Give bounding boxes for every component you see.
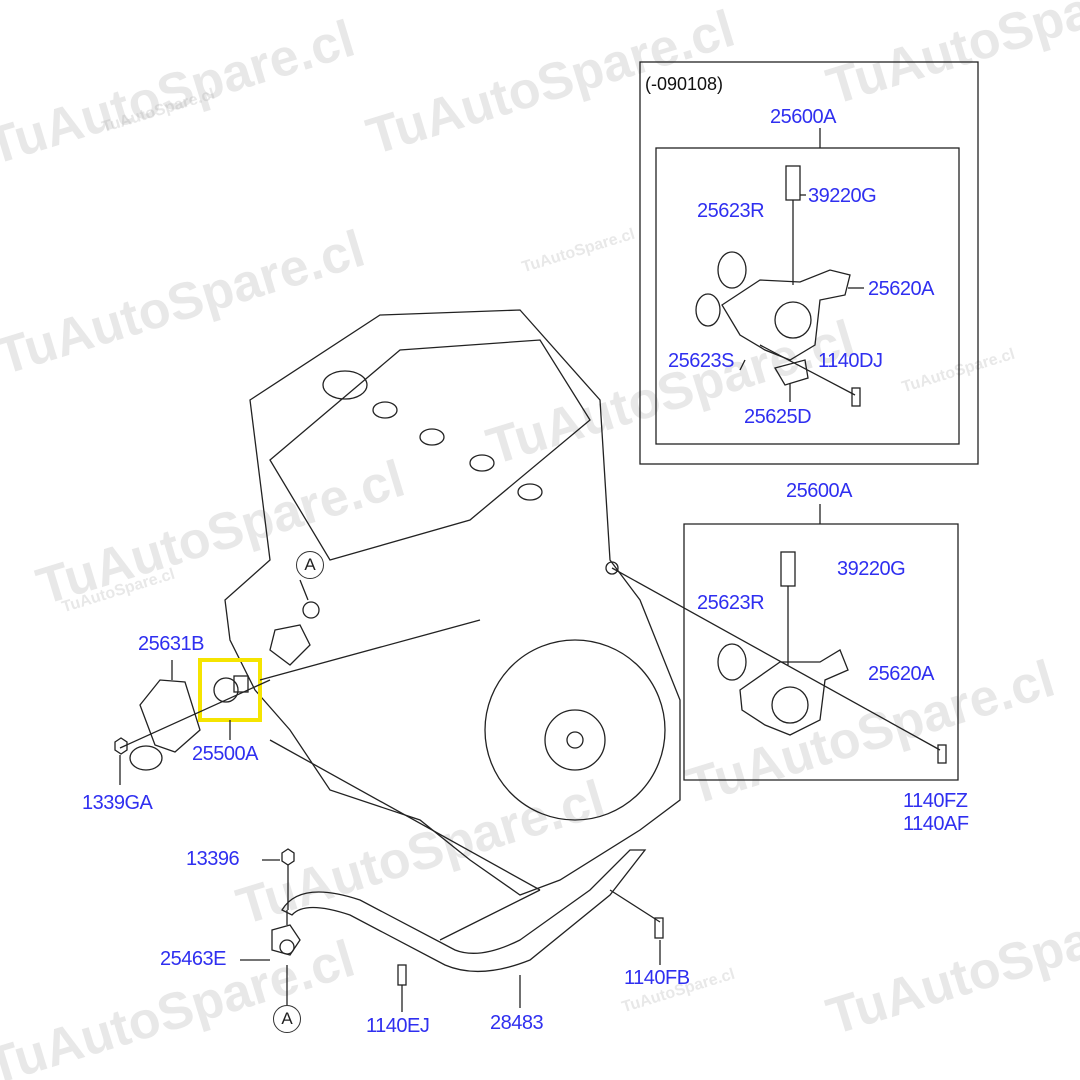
engine-block-icon	[224, 309, 681, 896]
inset-frame-inner	[655, 147, 960, 445]
part-label[interactable]: 25623S	[668, 350, 734, 372]
part-label[interactable]: 1140FZ	[903, 790, 968, 812]
part-label[interactable]: 25463E	[160, 948, 226, 970]
part-label[interactable]: 1140AF	[903, 813, 969, 835]
part-label[interactable]: 25620A	[868, 663, 934, 685]
part-label[interactable]: 25623R	[697, 592, 765, 614]
inset-frame-outer	[639, 61, 979, 465]
o-ring-icon	[695, 293, 721, 327]
date-code-label: (-090108)	[645, 74, 724, 94]
thermostat-icon	[213, 677, 239, 703]
o-ring-icon	[717, 251, 747, 289]
temperature-sensor-icon	[780, 551, 796, 587]
part-label[interactable]: 25623R	[697, 200, 765, 222]
part-label[interactable]: 1140EJ	[366, 1015, 430, 1037]
reference-callout-a: A	[296, 551, 324, 579]
part-label[interactable]: 13396	[186, 848, 240, 870]
inset-frame	[683, 523, 959, 781]
part-label-assembly[interactable]: 25600A	[770, 106, 836, 128]
part-label[interactable]: 28483	[490, 1012, 544, 1034]
bracket-icon	[774, 359, 809, 386]
part-label[interactable]: 39220G	[837, 558, 906, 580]
part-label[interactable]: 25500A	[192, 743, 258, 765]
thermostat-housing-icon	[721, 269, 851, 361]
part-label-assembly[interactable]: 25600A	[786, 480, 852, 502]
part-label[interactable]: 25631B	[138, 633, 204, 655]
thermostat-housing-icon	[739, 649, 849, 736]
part-label[interactable]: 25625D	[744, 406, 812, 428]
water-pipe-icon	[281, 849, 647, 973]
part-label[interactable]: 1339GA	[82, 792, 153, 814]
flywheel-housing-icon	[484, 639, 666, 821]
part-label[interactable]: 1140DJ	[818, 350, 883, 372]
part-label[interactable]: 25620A	[868, 278, 934, 300]
part-label[interactable]: 1140FB	[624, 967, 690, 989]
o-ring-icon	[717, 643, 747, 681]
part-label[interactable]: 39220G	[808, 185, 877, 207]
highlight-box	[198, 658, 262, 722]
reference-callout-a: A	[273, 1005, 301, 1033]
temperature-sensor-icon	[785, 165, 801, 201]
water-inlet-fitting-icon	[139, 679, 201, 753]
